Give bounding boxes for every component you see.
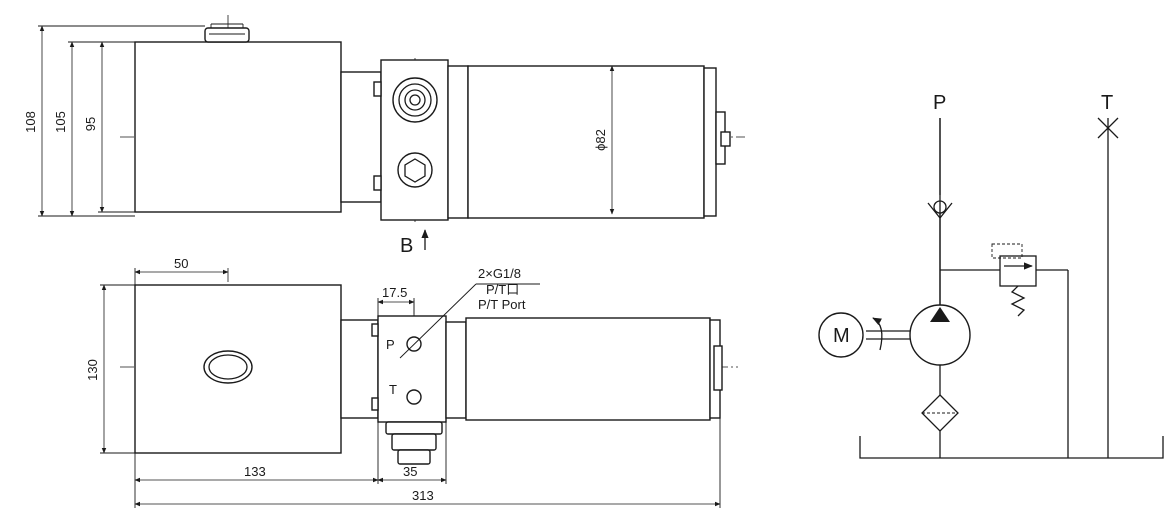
dim-313-text: 313	[412, 488, 434, 503]
port-plug	[397, 152, 433, 188]
port-cn-label: P/T口	[486, 282, 519, 297]
dim-133-text: 133	[244, 464, 266, 479]
side-view: P T 50 130 17.5 2×G1/8 P/T口 P/T Port	[85, 256, 738, 508]
side-manifold-bolt	[371, 323, 379, 337]
valve-nut-1	[385, 421, 443, 435]
view-b-label: B	[400, 235, 413, 257]
dim-17-5-text: 17.5	[382, 285, 407, 300]
port-leader	[399, 283, 477, 359]
dim-130-text: 130	[85, 359, 100, 381]
reservoir-symbol	[859, 436, 1164, 459]
top-view: 108 105 95 ϕ82 B	[23, 15, 745, 257]
motor-symbol	[818, 312, 864, 358]
side-manifold-block	[377, 315, 447, 423]
port-thread-label: 2×G1/8	[478, 266, 521, 281]
motor-flange	[447, 65, 469, 219]
side-manifold-bolt	[371, 397, 379, 411]
hydraulic-schematic: P T M	[818, 92, 1164, 459]
motor-label: M	[833, 325, 850, 347]
port-t-label: T	[389, 382, 397, 397]
manifold-bolt	[373, 81, 382, 97]
motor-terminal-screw	[720, 131, 731, 147]
filler-cap	[204, 27, 250, 43]
dim-95-text: 95	[83, 117, 98, 131]
motor-endcap	[703, 67, 717, 217]
side-motor-body	[465, 317, 711, 421]
dim-108-text: 108	[23, 111, 38, 133]
dim-50-text: 50	[174, 256, 188, 271]
side-motor-flange	[445, 321, 467, 419]
motor-body	[467, 65, 705, 219]
relief-valve-symbol	[999, 255, 1037, 287]
dim-35-text: 35	[403, 464, 417, 479]
tank-hole-outer	[203, 350, 253, 384]
tank-body	[134, 41, 342, 213]
manifold-bolt	[373, 175, 382, 191]
port-p-label: P	[386, 337, 395, 352]
port-p-symbol-label: P	[933, 92, 946, 114]
dim-phi82-text: ϕ82	[593, 129, 608, 151]
port-t-symbol-label: T	[1101, 92, 1113, 114]
port-en-label: P/T Port	[478, 297, 526, 312]
valve-nut-3	[397, 449, 431, 465]
port-t-hole	[406, 389, 422, 405]
side-motor-terminal	[713, 345, 723, 391]
dim-105-text: 105	[53, 111, 68, 133]
valve-nut-2	[391, 433, 437, 451]
